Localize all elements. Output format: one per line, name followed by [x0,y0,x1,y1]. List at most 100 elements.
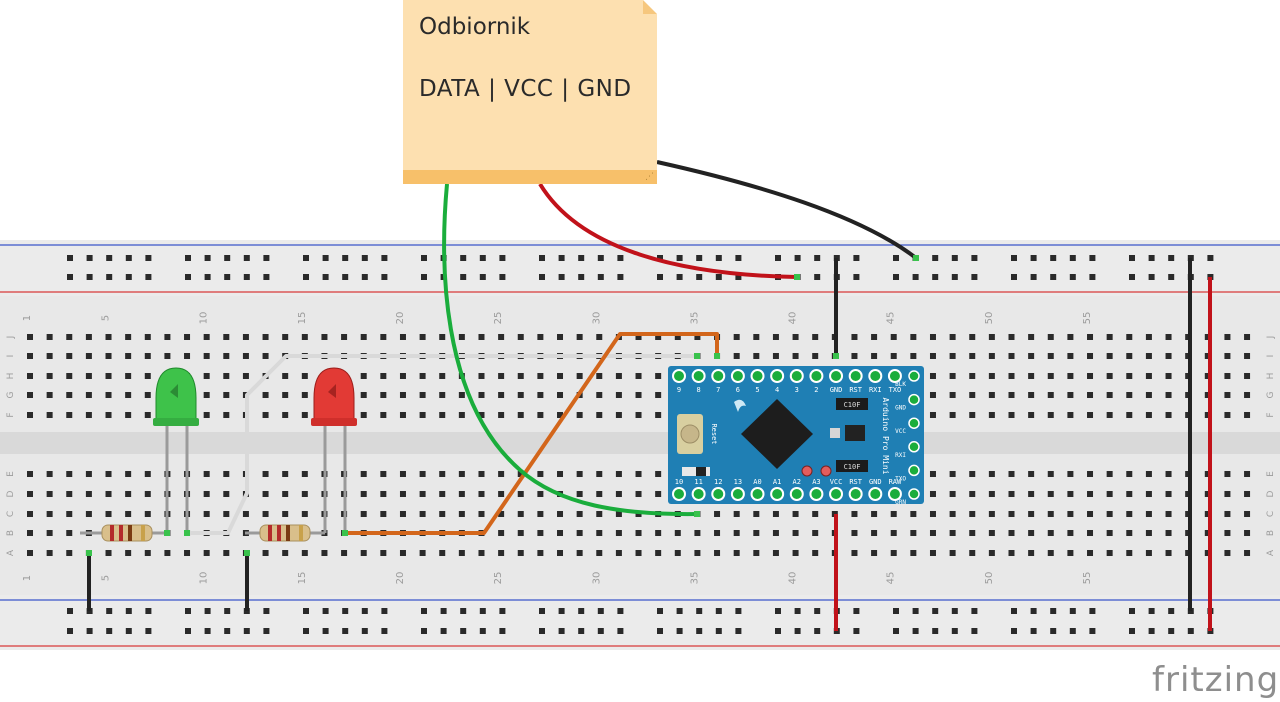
board-pin[interactable] [750,369,765,383]
board-pin[interactable] [770,487,785,501]
breadboard-hole [46,550,53,556]
breadboard-hole [988,412,995,418]
breadboard-hole [1187,628,1194,634]
column-number-label: 40 [788,312,799,325]
breadboard-hole [184,334,191,340]
board-side-pin[interactable] [908,417,920,429]
breadboard-hole [1087,471,1094,477]
breadboard-hole [1069,255,1076,261]
board-pin[interactable] [691,369,706,383]
breadboard-hole [929,491,936,497]
breadboard-hole [890,511,897,517]
board-side-pin[interactable] [908,441,920,453]
breadboard-hole [1028,373,1035,379]
board-pin[interactable] [809,487,824,501]
board-pin[interactable] [730,369,745,383]
breadboard-hole [615,550,622,556]
board-pin[interactable] [691,487,706,501]
breadboard-hole [184,550,191,556]
red-vcc-wire[interactable] [538,182,798,279]
breadboard-hole [753,550,760,556]
breadboard-hole [478,511,485,517]
breadboard-hole [557,550,564,556]
resistor-2[interactable] [245,524,325,542]
board-side-pin[interactable] [908,393,920,406]
breadboard-hole [1224,550,1231,556]
black-gnd-wire[interactable] [656,160,918,260]
board-pin[interactable] [868,369,883,383]
red-led[interactable] [311,367,357,533]
breadboard-hole [85,373,92,379]
breadboard-hole [242,353,249,359]
breadboard-hole [792,550,799,556]
board-pin[interactable] [730,487,745,501]
board-pin[interactable] [711,369,726,383]
breadboard-hole [557,412,564,418]
breadboard-hole [1011,274,1017,280]
board-pin[interactable] [789,487,804,501]
board-pin[interactable] [829,487,844,501]
breadboard-hole [1204,530,1211,536]
board-pin[interactable] [672,487,686,501]
board-pin[interactable] [868,487,883,501]
breadboard-hole [125,628,132,634]
breadboard-hole [67,608,73,614]
breadboard-hole [439,392,446,398]
breadboard-hole [1168,274,1175,280]
breadboard-hole [655,392,662,398]
receiver-note[interactable]: Odbiornik DATA | VCC | GND ⋰ [403,0,657,184]
green-led[interactable] [153,367,199,533]
board-pin[interactable] [809,369,824,383]
breadboard-hole [871,511,878,517]
breadboard-hole [282,373,289,379]
board-pin[interactable] [887,487,902,501]
breadboard-hole [224,608,231,614]
breadboard-hole [1244,392,1251,398]
breadboard-hole [322,255,329,261]
resize-grip-icon[interactable]: ⋰ [645,172,654,182]
breadboard-hole [145,274,152,280]
breadboard-hole [735,628,742,634]
breadboard-hole [322,608,329,614]
board-pin[interactable] [848,369,863,383]
board-pin[interactable] [711,487,726,501]
board-pin[interactable] [848,487,863,501]
board-pin[interactable] [887,369,902,383]
breadboard-hole [772,334,779,340]
board-side-pin[interactable] [908,464,920,477]
board-pin[interactable] [750,487,765,501]
board-side-pin[interactable] [908,488,920,500]
breadboard-hole [893,608,899,614]
board-pin[interactable] [789,369,804,383]
column-number-label: 25 [493,312,504,325]
orange-wire[interactable] [345,332,719,535]
green-data-wire[interactable] [442,183,698,517]
breadboard-hole [1224,511,1231,517]
breadboard-hole [696,608,703,614]
breadboard-hole [1008,353,1015,359]
breadboard-hole [46,530,53,536]
board-pin[interactable] [829,369,844,383]
breadboard-hole [1126,334,1133,340]
breadboard-hole [1129,628,1135,634]
breadboard-hole [262,412,269,418]
row-letter-label: I [6,355,16,358]
breadboard-hole [1106,550,1113,556]
white-wire[interactable] [187,354,697,535]
breadboard-hole [380,392,387,398]
breadboard-hole [615,412,622,418]
breadboard-hole [578,608,585,614]
breadboard-hole [988,511,995,517]
connected-hole [244,550,250,556]
breadboard-hole [735,274,742,280]
board-side-pin[interactable] [908,370,920,382]
board-pin-label: A0 [753,478,761,486]
resistor-1[interactable] [80,524,168,542]
breadboard-hole [184,353,191,359]
breadboard-hole [615,392,622,398]
breadboard-hole [694,550,701,556]
board-pin[interactable] [672,369,686,383]
breadboard-hole [223,392,230,398]
board-pin[interactable] [770,369,785,383]
